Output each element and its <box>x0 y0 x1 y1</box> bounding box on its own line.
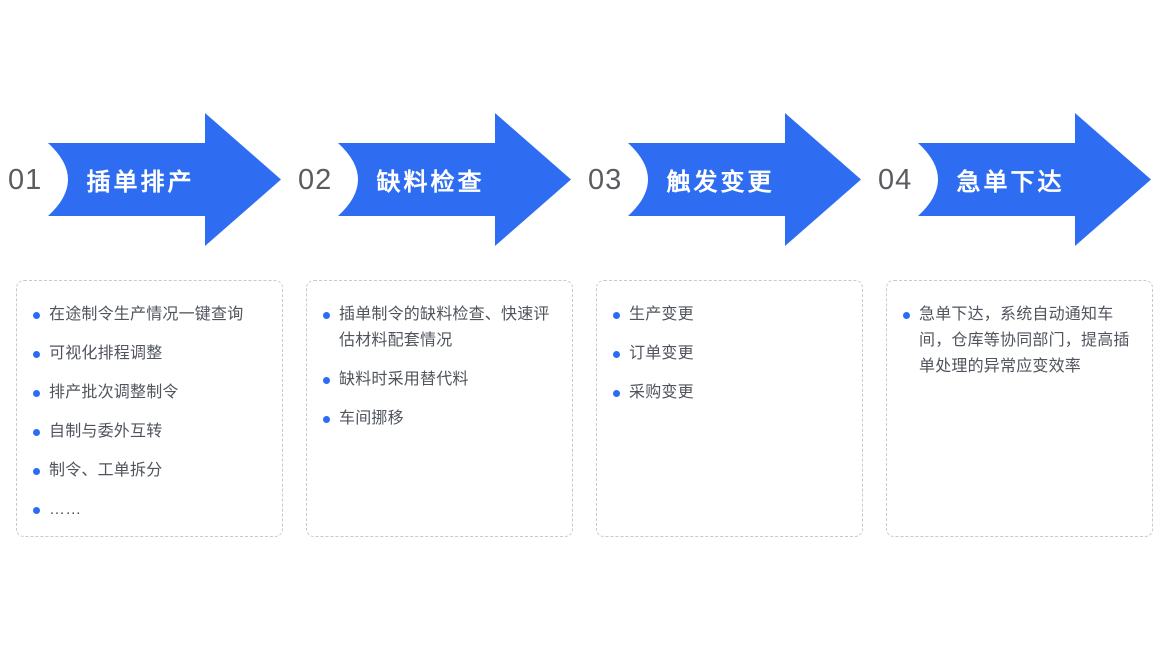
list-item: 插单制令的缺料检查、快速评估材料配套情况 <box>320 302 559 354</box>
step-number: 01 <box>8 164 43 196</box>
arrow-right-icon <box>338 113 571 246</box>
list-item: 制令、工单拆分 <box>30 458 269 484</box>
list-item-text: 生产变更 <box>629 306 694 323</box>
bullet-icon <box>33 468 40 475</box>
arrow-right-icon <box>48 113 281 246</box>
bullet-icon <box>903 312 910 319</box>
list-item-text: 排产批次调整制令 <box>49 384 179 401</box>
step-1: 01 插单排产 在途制令生产情况一键查询 可视化排程调整 <box>8 113 298 537</box>
list-item: 订单变更 <box>610 341 849 367</box>
list-item: 在途制令生产情况一键查询 <box>30 302 269 328</box>
step-3-header: 03 触发变更 <box>588 113 878 246</box>
bullet-icon <box>323 416 330 423</box>
step-1-detail-box: 在途制令生产情况一键查询 可视化排程调整 排产批次调整制令 自制与委外互转 制令… <box>16 280 283 537</box>
bullet-icon <box>33 390 40 397</box>
process-flow-diagram: 01 插单排产 在途制令生产情况一键查询 可视化排程调整 <box>8 113 1168 537</box>
list-item: 车间挪移 <box>320 406 559 432</box>
step-arrow-banner: 触发变更 <box>628 113 861 246</box>
bullet-icon <box>613 351 620 358</box>
bullet-icon <box>613 390 620 397</box>
detail-list: 插单制令的缺料检查、快速评估材料配套情况 缺料时采用替代料 车间挪移 <box>320 302 559 432</box>
list-item-text: 急单下达，系统自动通知车间，仓库等协同部门，提高插单处理的异常应变效率 <box>919 306 1130 375</box>
arrow-right-icon <box>918 113 1151 246</box>
step-number: 04 <box>878 164 913 196</box>
list-item: 可视化排程调整 <box>30 341 269 367</box>
step-number: 02 <box>298 164 333 196</box>
step-arrow-banner: 缺料检查 <box>338 113 571 246</box>
step-title: 缺料检查 <box>376 169 485 196</box>
step-4-detail-box: 急单下达，系统自动通知车间，仓库等协同部门，提高插单处理的异常应变效率 <box>886 280 1153 537</box>
list-item-text: 订单变更 <box>629 345 694 362</box>
step-arrow-banner: 急单下达 <box>918 113 1151 246</box>
list-item: 急单下达，系统自动通知车间，仓库等协同部门，提高插单处理的异常应变效率 <box>900 302 1139 380</box>
bullet-icon <box>33 351 40 358</box>
step-3-detail-box: 生产变更 订单变更 采购变更 <box>596 280 863 537</box>
step-3: 03 触发变更 生产变更 订单变更 采购变更 <box>588 113 878 537</box>
step-title: 触发变更 <box>666 169 775 196</box>
step-2: 02 缺料检查 插单制令的缺料检查、快速评估材料配套情况 缺料时采用替代料 <box>298 113 588 537</box>
list-item: 生产变更 <box>610 302 849 328</box>
bullet-icon <box>33 312 40 319</box>
list-item-text: 采购变更 <box>629 384 694 401</box>
list-item-text: 可视化排程调整 <box>49 345 163 362</box>
bullet-icon <box>323 312 330 319</box>
bullet-icon <box>323 377 330 384</box>
list-item-text: 车间挪移 <box>339 410 404 427</box>
list-item-text: 制令、工单拆分 <box>49 462 163 479</box>
list-item: 缺料时采用替代料 <box>320 367 559 393</box>
step-title: 急单下达 <box>956 169 1065 196</box>
detail-list: 在途制令生产情况一键查询 可视化排程调整 排产批次调整制令 自制与委外互转 制令… <box>30 302 269 523</box>
bullet-icon <box>33 507 40 514</box>
step-1-header: 01 插单排产 <box>8 113 298 246</box>
list-item-text: …… <box>49 501 82 518</box>
list-item: …… <box>30 497 269 523</box>
list-item: 采购变更 <box>610 380 849 406</box>
detail-list: 生产变更 订单变更 采购变更 <box>610 302 849 406</box>
list-item-text: 在途制令生产情况一键查询 <box>49 306 244 323</box>
step-4-header: 04 急单下达 <box>878 113 1168 246</box>
step-title: 插单排产 <box>86 169 195 196</box>
list-item-text: 缺料时采用替代料 <box>339 371 469 388</box>
detail-list: 急单下达，系统自动通知车间，仓库等协同部门，提高插单处理的异常应变效率 <box>900 302 1139 380</box>
bullet-icon <box>33 429 40 436</box>
step-2-header: 02 缺料检查 <box>298 113 588 246</box>
arrow-right-icon <box>628 113 861 246</box>
step-arrow-banner: 插单排产 <box>48 113 281 246</box>
step-number: 03 <box>588 164 623 196</box>
bullet-icon <box>613 312 620 319</box>
step-4: 04 急单下达 急单下达，系统自动通知车间，仓库等协同部门，提高插单处理的异常应… <box>878 113 1168 537</box>
list-item: 排产批次调整制令 <box>30 380 269 406</box>
list-item-text: 自制与委外互转 <box>49 423 163 440</box>
list-item-text: 插单制令的缺料检查、快速评估材料配套情况 <box>339 306 550 349</box>
step-2-detail-box: 插单制令的缺料检查、快速评估材料配套情况 缺料时采用替代料 车间挪移 <box>306 280 573 537</box>
list-item: 自制与委外互转 <box>30 419 269 445</box>
